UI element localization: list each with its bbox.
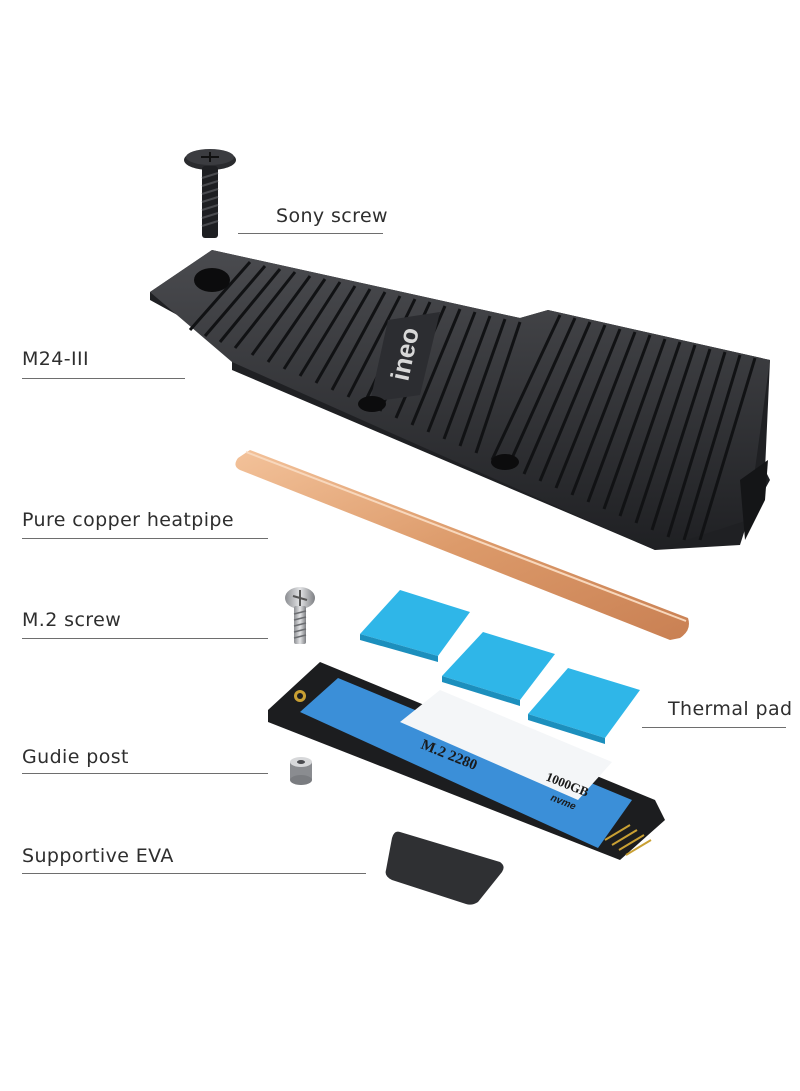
label-heatpipe: Pure copper heatpipe bbox=[22, 509, 234, 531]
leader-line bbox=[22, 873, 366, 874]
thermal-pads bbox=[360, 590, 640, 744]
leader-line bbox=[238, 233, 383, 234]
leader-line bbox=[642, 727, 786, 728]
label-m2-screw: M.2 screw bbox=[22, 609, 122, 631]
leader-line bbox=[22, 773, 268, 774]
copper-heatpipe bbox=[235, 450, 689, 640]
supportive-eva bbox=[385, 831, 504, 905]
m2-ssd: M.2 2280 1000GB nvme bbox=[268, 662, 665, 860]
label-guide-post: Gudie post bbox=[22, 746, 129, 768]
guide-post bbox=[290, 757, 312, 785]
label-eva: Supportive EVA bbox=[22, 845, 174, 867]
label-m24: M24-III bbox=[22, 348, 90, 370]
m2-screw bbox=[285, 587, 315, 644]
label-sony-screw: Sony screw bbox=[276, 205, 388, 227]
leader-line bbox=[22, 378, 185, 379]
leader-line bbox=[22, 538, 268, 539]
leader-line bbox=[22, 638, 268, 639]
heatsink-m24: ineo bbox=[150, 250, 770, 550]
label-thermal-pad: Thermal pad bbox=[668, 698, 793, 720]
ssd-connector bbox=[604, 824, 652, 856]
sony-screw bbox=[184, 149, 236, 238]
